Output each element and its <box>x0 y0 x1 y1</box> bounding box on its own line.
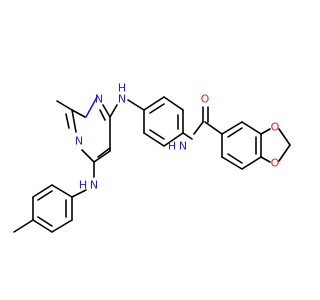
atom-n-pyrimidine-left: N <box>75 135 83 148</box>
bond-ph-4 <box>163 132 184 147</box>
atom-n-pyrimidine-right: N <box>95 93 103 106</box>
bond-bz-d1 <box>227 127 243 138</box>
bond-tol-methyl <box>13 219 34 233</box>
bond-c4-c5-double <box>97 147 111 158</box>
atom-n-amine-top: N <box>118 93 126 106</box>
atom-label-layer: N N H N N H N H O O O <box>75 82 280 192</box>
bond-dx-4 <box>260 156 271 163</box>
bond-tol-2 <box>51 219 73 233</box>
bond-tol-d3 <box>37 190 53 201</box>
bond-tol-6 <box>51 184 73 198</box>
bond-c2-n1 <box>71 109 86 118</box>
bond-bz-1 <box>221 121 243 135</box>
bond-ph-amide-n <box>182 132 193 140</box>
bond-c6-nh-top <box>109 104 118 118</box>
bond-c2-n3-double <box>65 113 70 129</box>
bond-nh-bottom-tolyl <box>71 189 87 198</box>
atom-h-amine-top: H <box>118 82 126 95</box>
bond-bz-d3 <box>227 153 243 164</box>
bond-n3-c4 <box>81 149 95 163</box>
bond-bz-5 <box>221 156 243 170</box>
bond-ph-2 <box>163 96 184 111</box>
bond-c6-n1 <box>102 104 111 118</box>
bond-c-benzo <box>204 121 223 135</box>
bond-c2-n3 <box>71 109 77 133</box>
bond-tol-3 <box>32 219 53 233</box>
bond-tol-d2 <box>37 216 53 227</box>
bond-ph-1 <box>143 96 165 111</box>
bond-methyl-pyrimidine <box>56 100 73 111</box>
bond-nh-top-phenylene <box>127 99 145 111</box>
bond-c4-c5 <box>93 150 111 163</box>
atom-o-dioxole-bottom: O <box>271 157 280 170</box>
atom-n-amine-bottom: N <box>90 179 98 192</box>
bond-dx-2 <box>278 128 291 146</box>
atom-n-amide: N <box>179 140 187 153</box>
bond-layer <box>13 96 291 233</box>
bond-amide-n-c <box>193 121 204 135</box>
atom-o-carbonyl: O <box>201 93 210 106</box>
bond-ph-d3 <box>149 129 165 140</box>
atom-h-amide: H <box>168 140 176 153</box>
bond-ph-5 <box>143 132 165 147</box>
molecule-structure: N N H N N H N H O O O <box>13 82 291 233</box>
atom-o-dioxole-top: O <box>271 121 280 134</box>
bond-bz-4 <box>241 156 262 170</box>
bond-c6-n1-double <box>99 109 106 121</box>
bond-dx-3 <box>278 144 291 162</box>
bond-c2-n1-inner <box>85 96 98 118</box>
bond-ph-d1 <box>149 103 165 114</box>
bond-tol-5 <box>32 184 53 198</box>
bond-dx-1 <box>260 128 271 135</box>
atom-h-amine-bottom: H <box>79 179 87 192</box>
bond-bz-2 <box>241 121 262 135</box>
